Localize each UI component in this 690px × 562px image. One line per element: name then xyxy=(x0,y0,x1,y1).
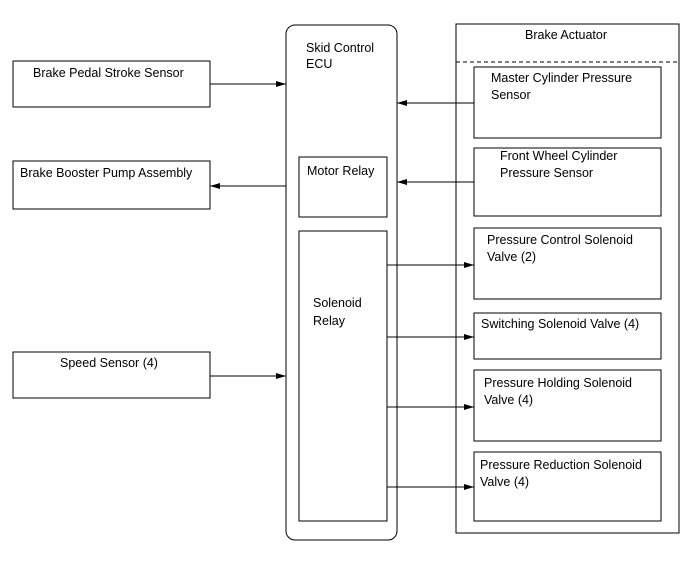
brake-pedal-stroke-sensor-box xyxy=(12,60,211,108)
solenoid-relay-line1: Solenoid xyxy=(313,296,362,310)
motor-relay-label: Motor Relay xyxy=(307,164,375,178)
front-wheel-cylinder-pressure-sensor-box xyxy=(473,147,662,217)
pressure-holding-line1: Pressure Holding Solenoid xyxy=(484,376,632,390)
speed-sensor-box xyxy=(12,351,211,399)
front-wheel-line1: Front Wheel Cylinder xyxy=(500,149,617,163)
pressure-reduction-line1: Pressure Reduction Solenoid xyxy=(480,458,642,472)
master-cylinder-pressure-sensor-box xyxy=(473,66,662,139)
pressure-reduction-line2: Valve (4) xyxy=(480,475,529,489)
pressure-holding-line2: Valve (4) xyxy=(484,393,533,407)
master-cylinder-line1: Master Cylinder Pressure xyxy=(491,71,632,85)
master-cylinder-line2: Sensor xyxy=(491,88,531,102)
brake-actuator-title: Brake Actuator xyxy=(525,28,607,42)
ecu-title-line1: Skid Control xyxy=(306,41,374,55)
solenoid-relay-box xyxy=(298,230,388,522)
switching-solenoid-valve-label: Switching Solenoid Valve (4) xyxy=(481,317,639,331)
front-wheel-line2: Pressure Sensor xyxy=(500,166,593,180)
brake-pedal-stroke-sensor-label: Brake Pedal Stroke Sensor xyxy=(33,66,184,80)
ecu-title-line2: ECU xyxy=(306,57,332,71)
brake-booster-pump-assembly-box xyxy=(12,160,211,210)
switching-solenoid-valve-box xyxy=(473,312,662,360)
pressure-reduction-solenoid-valve-box xyxy=(473,451,662,522)
brake-booster-pump-assembly-label: Brake Booster Pump Assembly xyxy=(20,166,193,180)
motor-relay-box xyxy=(298,156,388,218)
speed-sensor-label: Speed Sensor (4) xyxy=(60,356,158,370)
pressure-control-line2: Valve (2) xyxy=(487,250,536,264)
pressure-control-solenoid-valve-box xyxy=(473,227,662,300)
solenoid-relay-line2: Relay xyxy=(313,314,346,328)
pressure-control-line1: Pressure Control Solenoid xyxy=(487,233,633,247)
pressure-holding-solenoid-valve-box xyxy=(473,369,662,442)
